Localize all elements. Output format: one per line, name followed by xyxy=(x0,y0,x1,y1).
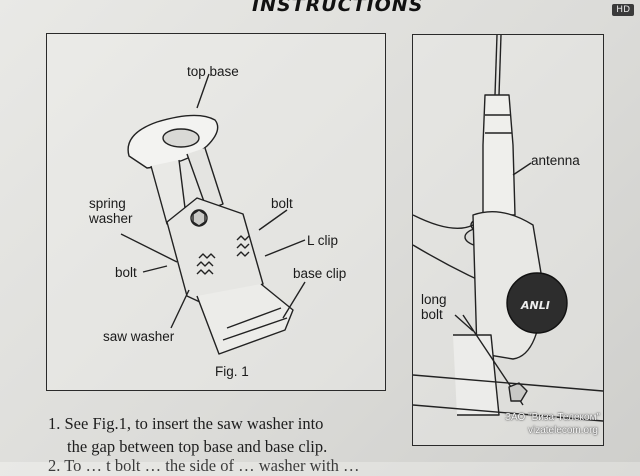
watermark-company: ЗАО "Виза-Телеком" xyxy=(505,412,600,423)
label-long-bolt: long bolt xyxy=(421,292,447,322)
label-bolt-right: bolt xyxy=(271,196,293,211)
label-bolt-left: bolt xyxy=(115,265,137,280)
hd-badge: HD xyxy=(612,4,634,16)
instruction-line-1: 1. See Fig.1, to insert the saw washer i… xyxy=(48,414,324,433)
spring-left xyxy=(196,253,216,275)
anli-logo: ANLI xyxy=(520,299,550,312)
figure-2-drawing: ANLI xyxy=(413,35,603,422)
spring-right xyxy=(236,235,250,257)
antenna-whip xyxy=(494,35,498,96)
figure-1-drawing xyxy=(120,73,306,355)
label-l-clip: L clip xyxy=(307,233,339,248)
instruction-line-3: 2. To … t bolt … the side of … washer wi… xyxy=(48,456,360,475)
figure-2-panel: ANLI antenna long bolt xyxy=(412,34,604,446)
l-clip-shape xyxy=(166,197,264,311)
antenna-base xyxy=(482,94,516,216)
label-antenna: antenna xyxy=(531,153,580,168)
label-top-base: top base xyxy=(187,64,239,79)
figure-1-caption: Fig. 1 xyxy=(215,364,249,379)
base-clip-shape xyxy=(196,283,294,355)
watermark-url: vizatelecom.org xyxy=(527,425,598,436)
figure-1-panel: top base spring washer bolt L clip bolt … xyxy=(46,33,386,391)
label-saw-washer: saw washer xyxy=(103,329,175,344)
label-base-clip: base clip xyxy=(293,266,347,281)
car-body-line xyxy=(413,214,474,230)
page-heading: INSTRUCTIONS xyxy=(252,0,424,16)
label-spring-washer: spring washer xyxy=(89,196,133,226)
anli-cap xyxy=(506,272,568,334)
top-base-hole xyxy=(162,128,200,148)
instruction-line-2: the gap between top base and base clip. xyxy=(67,437,328,456)
mount-bracket xyxy=(453,334,500,416)
